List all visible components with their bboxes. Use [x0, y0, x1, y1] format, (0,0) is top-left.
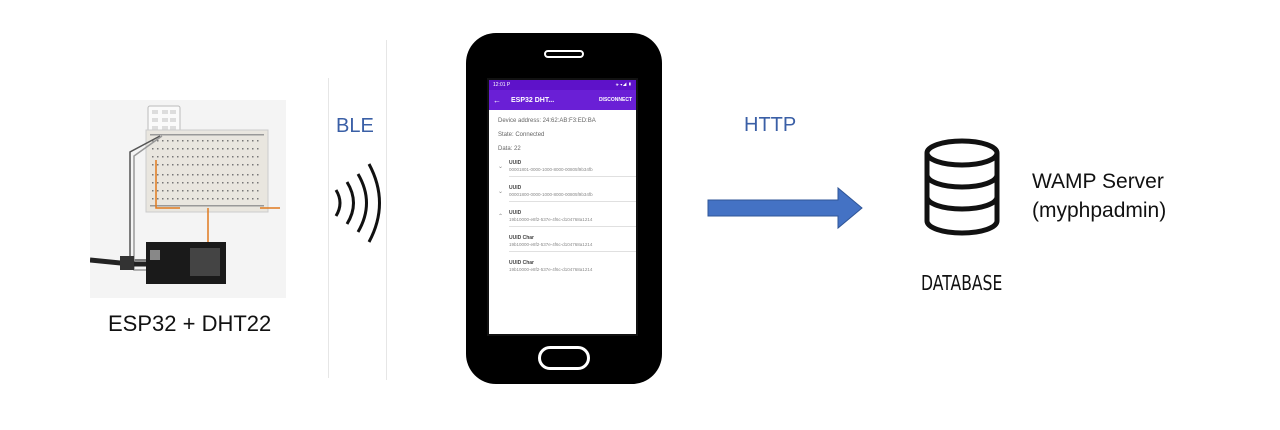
status-time: 12:01 [493, 82, 506, 88]
device-address: Device address: 24:62:AB:F3:ED:BA [498, 118, 596, 124]
chevron-up-icon: ⌃ [498, 214, 504, 220]
service-uuid: 00001800-0000-1000-8000-00805f9b34fb [509, 192, 593, 197]
phone-screen: 12:01 P ⚹ ▾◢ ▮ ← ESP32 DHT... DISCONNECT… [487, 78, 638, 336]
status-icons: ⚹ ▾◢ ▮ [615, 82, 632, 88]
status-bar: 12:01 P ⚹ ▾◢ ▮ [489, 80, 636, 90]
phone-speaker [544, 50, 584, 58]
esp32-dht22-label: ESP32 + DHT22 [108, 311, 272, 336]
characteristic-uuid: 19b10000-e8f2-537e-4f6c-d104768a1214 [509, 267, 593, 272]
phone-home-button[interactable] [538, 346, 590, 370]
divider [509, 176, 636, 177]
back-arrow-icon[interactable]: ← [493, 95, 501, 105]
divider [509, 251, 636, 252]
service-uuid: 00001801-0000-1000-8000-00805f9b34fb [509, 167, 593, 172]
service-name: UUID [509, 185, 522, 191]
esp32-breadboard-icon [89, 100, 286, 298]
divider-right [386, 40, 387, 380]
wireless-signal-icon [334, 163, 381, 243]
app-title: ESP32 DHT... [511, 96, 555, 104]
chevron-down-icon: ⌄ [498, 164, 504, 170]
connection-state: State: Connected [498, 132, 545, 138]
service-uuid: 19b10000-e8f2-537e-4f6c-d104768a1214 [509, 217, 593, 222]
app-bar: ← ESP32 DHT... DISCONNECT [489, 90, 636, 110]
data-value: Data: 22 [498, 146, 521, 152]
http-label: HTTP [744, 114, 797, 136]
chevron-down-icon: ⌄ [498, 189, 504, 195]
characteristic-name: UUID Char [509, 260, 535, 266]
divider-left [328, 78, 329, 378]
divider [509, 201, 636, 202]
disconnect-button[interactable]: DISCONNECT [598, 97, 632, 103]
ble-label: BLE [336, 115, 374, 137]
esp32-dht22-image [89, 100, 286, 298]
service-name: UUID [509, 160, 522, 166]
arrow-right-icon [707, 186, 863, 230]
database-label: DATABASE [921, 271, 1003, 295]
divider [509, 226, 636, 227]
characteristic-uuid: 19b10000-e8f2-537e-4f6c-d104768a1214 [509, 242, 593, 247]
status-p: P [506, 82, 511, 88]
service-name: UUID [509, 210, 522, 216]
spacer [498, 263, 509, 272]
spacer [498, 238, 509, 247]
characteristic-name: UUID Char [509, 235, 535, 241]
myphpadmin-label: (myphpadmin) [1032, 199, 1167, 222]
wamp-server-label: WAMP Server [1032, 170, 1164, 193]
database-icon [924, 138, 1000, 236]
